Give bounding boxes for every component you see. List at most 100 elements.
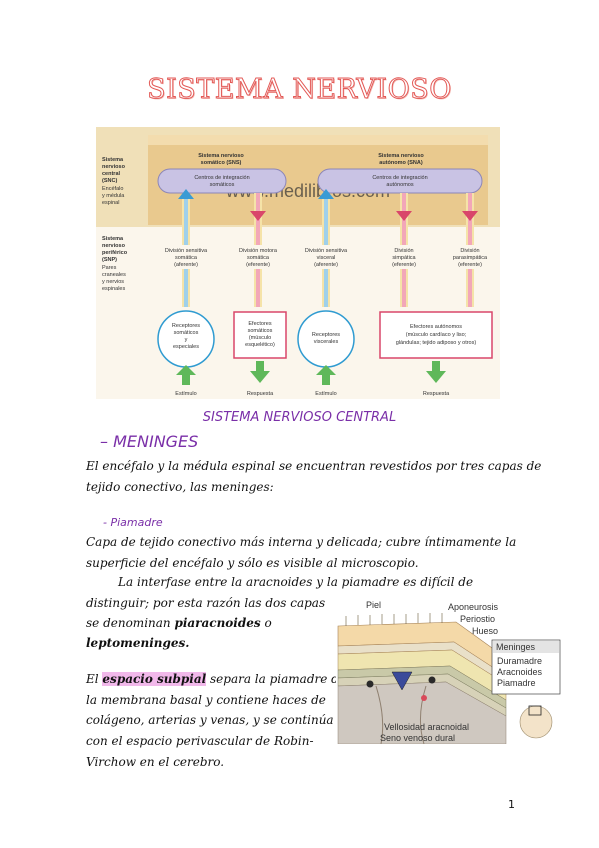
svg-text:Centros de integración: Centros de integración xyxy=(372,175,427,181)
division-labels: División sensitiva somática (aferente) D… xyxy=(162,245,494,269)
stimulus-arrow-2 xyxy=(316,365,336,385)
svg-text:División sensitiva: División sensitiva xyxy=(165,248,208,254)
label-vellosidad: Vellosidad aracnoidal xyxy=(384,722,469,732)
legend-title: Meninges xyxy=(496,642,536,652)
svg-text:somática: somática xyxy=(175,255,198,261)
efectores-autonomos xyxy=(379,311,493,359)
svg-text:Sistema: Sistema xyxy=(102,157,124,163)
meninges-figure: Piel Aponeurosis Periostio Hueso Meninge… xyxy=(336,598,562,744)
section-title: SISTEMA NERVIOSO CENTRAL xyxy=(202,410,397,425)
page-title: SISTEMA NERVIOSO xyxy=(147,74,452,106)
svg-text:y nervios: y nervios xyxy=(102,279,124,285)
svg-text:Estímulo: Estímulo xyxy=(315,391,336,397)
svg-text:somáticos: somáticos xyxy=(174,330,199,336)
svg-text:(SNC): (SNC) xyxy=(102,178,117,184)
nervous-system-diagram: www.medilibros.com Sistema nervioso cent… xyxy=(96,127,500,399)
svg-text:somático (SNS): somático (SNS) xyxy=(201,160,242,166)
page-number: 1 xyxy=(508,798,515,811)
svg-text:División: División xyxy=(394,248,413,254)
svg-text:espinal: espinal xyxy=(102,200,119,206)
heading-meninges: – MENINGES xyxy=(100,432,199,451)
svg-text:(eferente): (eferente) xyxy=(458,262,482,268)
svg-text:(aferente): (aferente) xyxy=(174,262,198,268)
svg-text:periférico: periférico xyxy=(102,250,128,256)
svg-text:Sistema nervioso: Sistema nervioso xyxy=(198,153,244,159)
term-piaracnoides: piaracnoides xyxy=(174,616,261,630)
svg-text:División sensitiva: División sensitiva xyxy=(305,248,348,254)
svg-text:somáticos: somáticos xyxy=(248,328,273,334)
sns-integration-center xyxy=(157,168,287,194)
snc-label: Sistema nervioso central (SNC) xyxy=(102,157,126,184)
para1-line-2: superficie del encéfalo y sólo es visibl… xyxy=(86,556,419,570)
svg-text:glándulas; tejido adiposo y ot: glándulas; tejido adiposo y otros) xyxy=(396,340,477,346)
stimulus-arrow-1 xyxy=(176,365,196,385)
term-leptomeninges: leptomeninges. xyxy=(86,636,190,650)
svg-text:División motora: División motora xyxy=(239,248,278,254)
svg-text:(músculo cardíaco y liso;: (músculo cardíaco y liso; xyxy=(406,332,467,338)
bottom-labels: Estímulo Respuesta Estímulo Respuesta xyxy=(175,391,450,397)
svg-text:especiales: especiales xyxy=(173,344,199,350)
svg-text:Respuesta: Respuesta xyxy=(423,391,450,397)
svg-text:nervioso: nervioso xyxy=(102,164,126,170)
svg-text:y: y xyxy=(185,337,188,343)
sna-integration-center xyxy=(317,168,483,194)
para1-line-1: Capa de tejido conectivo más interna y d… xyxy=(86,535,517,549)
svg-text:(eferente): (eferente) xyxy=(392,262,416,268)
svg-text:(SNP): (SNP) xyxy=(102,257,117,263)
efectores-somaticos xyxy=(233,311,287,359)
svg-text:somática: somática xyxy=(247,255,270,261)
para3-line-1: El espacio subpial separa la piamadre de xyxy=(86,672,346,686)
svg-text:craneales: craneales xyxy=(102,272,126,278)
label-periostio: Periostio xyxy=(460,614,495,624)
svg-text:espinales: espinales xyxy=(102,286,125,292)
svg-text:autónomo (SNA): autónomo (SNA) xyxy=(379,160,423,166)
svg-text:Centros de integración: Centros de integración xyxy=(194,175,249,181)
head-icon xyxy=(519,705,553,739)
legend-piamadre: Piamadre xyxy=(497,678,536,688)
response-arrow-2 xyxy=(426,361,446,383)
sns-label: Sistema nervioso somático (SNS) xyxy=(198,153,244,166)
svg-text:Sistema: Sistema xyxy=(102,236,124,242)
term-espacio-subpial: espacio subpial xyxy=(102,672,207,686)
label-seno-venoso: Seno venoso dural xyxy=(380,733,455,743)
svg-text:visceral: visceral xyxy=(317,255,336,261)
svg-text:(músculo: (músculo xyxy=(249,335,271,341)
legend-duramadre: Duramadre xyxy=(497,656,542,666)
svg-text:Pares: Pares xyxy=(102,265,117,271)
svg-text:División: División xyxy=(460,248,479,254)
svg-text:somáticos: somáticos xyxy=(210,182,235,188)
intro-line-2: tejido conectivo, las meninges: xyxy=(86,480,274,494)
svg-text:Estímulo: Estímulo xyxy=(175,391,196,397)
svg-text:Respuesta: Respuesta xyxy=(247,391,274,397)
svg-text:(eferente): (eferente) xyxy=(246,262,270,268)
para2-line-1: La interfase entre la aracnoides y la pi… xyxy=(118,575,474,589)
svg-text:viscerales: viscerales xyxy=(314,339,339,345)
svg-text:y médula: y médula xyxy=(102,193,125,199)
response-arrow-1 xyxy=(250,361,270,383)
label-aponeurosis: Aponeurosis xyxy=(448,602,499,612)
snp-label: Sistema nervioso periférico (SNP) xyxy=(102,236,128,263)
svg-text:autónomos: autónomos xyxy=(386,182,413,188)
para3-line-4: con el espacio perivascular de Robin- xyxy=(86,734,314,748)
svg-text:esquelético): esquelético) xyxy=(245,342,275,348)
svg-text:simpática: simpática xyxy=(392,255,416,261)
sna-label: Sistema nervioso autónomo (SNA) xyxy=(378,153,424,166)
para2-line-3: se denominan piaracnoides o xyxy=(86,616,272,630)
svg-text:central: central xyxy=(102,171,121,177)
subheading-piamadre: - Piamadre xyxy=(103,516,163,529)
legend-aracnoides: Aracnoides xyxy=(497,667,543,677)
svg-text:Efectores autónomos: Efectores autónomos xyxy=(410,324,462,330)
svg-text:Encéfalo: Encéfalo xyxy=(102,186,123,192)
para2-line-2: distinguir; por esta razón las dos capas xyxy=(86,596,326,610)
svg-text:Efectores: Efectores xyxy=(248,321,271,327)
svg-text:Receptores: Receptores xyxy=(172,323,200,329)
svg-text:Receptores: Receptores xyxy=(312,332,340,338)
para3-line-3: colágeno, arterias y venas, y se continú… xyxy=(86,713,334,727)
label-piel: Piel xyxy=(366,600,381,610)
svg-text:Sistema nervioso: Sistema nervioso xyxy=(378,153,424,159)
svg-text:(aferente): (aferente) xyxy=(314,262,338,268)
para3-line-2: la membrana basal y contiene haces de xyxy=(86,693,326,707)
para3-line-5: Virchow en el cerebro. xyxy=(86,755,225,769)
svg-text:parasimpática: parasimpática xyxy=(453,255,488,261)
snc-sublabel: Encéfalo y médula espinal xyxy=(102,186,125,206)
